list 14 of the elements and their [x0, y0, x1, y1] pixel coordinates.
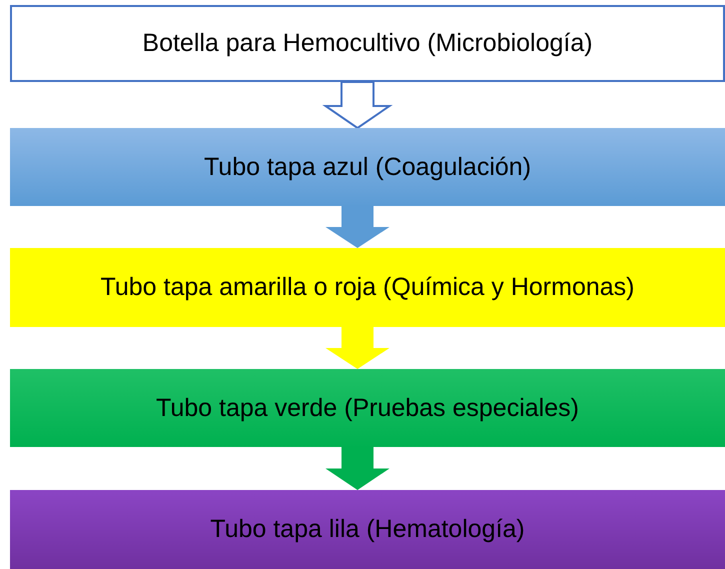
block-arrow: [326, 447, 390, 490]
block-arrow: [322, 81, 393, 130]
box-label: Botella para Hemocultivo (Microbiología): [142, 29, 593, 58]
block-arrow: [326, 206, 390, 248]
box-label: Tubo tapa amarilla o roja (Química y Hormonas): [100, 273, 634, 302]
process-box: [10, 248, 725, 327]
process-box: [10, 369, 725, 447]
box-label: Tubo tapa verde (Pruebas especiales): [156, 394, 579, 422]
box-label: Tubo tapa azul (Coagulación): [204, 152, 532, 182]
process-box: [10, 490, 725, 569]
block-arrow: [326, 327, 390, 369]
box-label: Tubo tapa lila (Hematología): [210, 515, 525, 544]
process-box: [10, 5, 725, 82]
process-box: [10, 128, 725, 206]
